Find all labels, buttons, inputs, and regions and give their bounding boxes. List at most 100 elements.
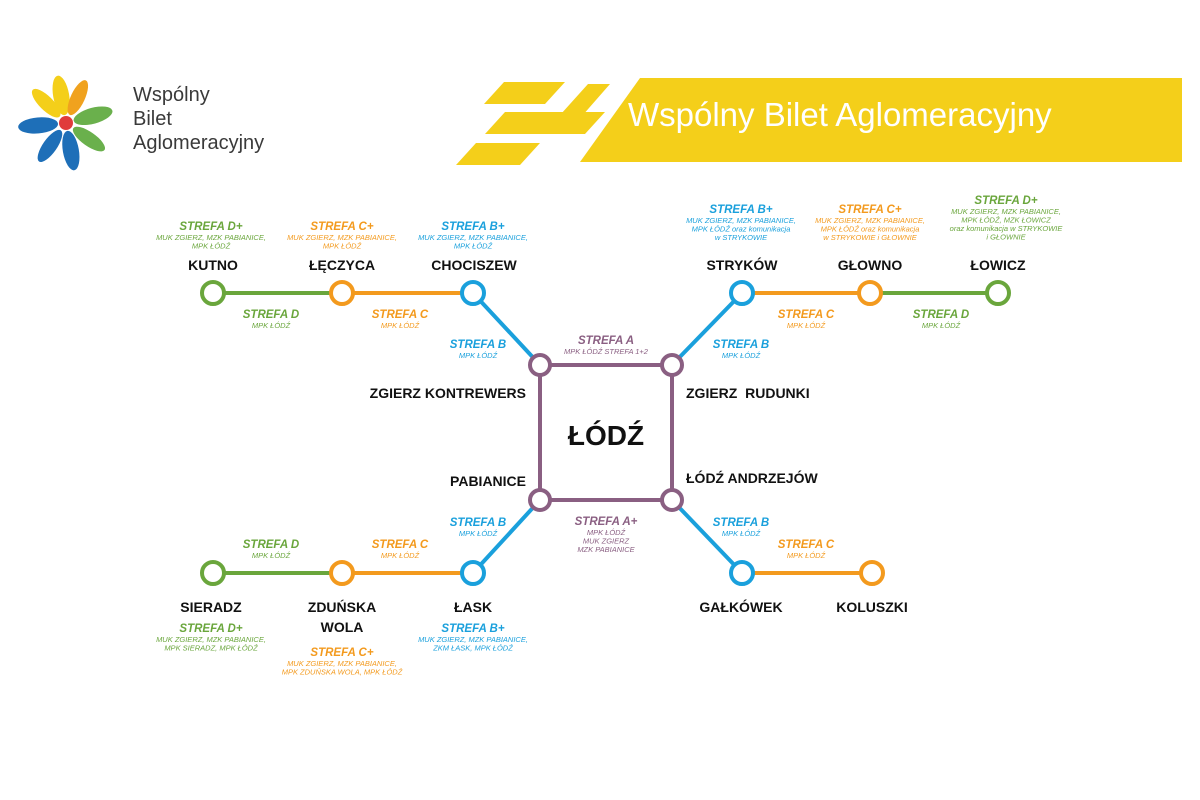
zone-label-ne-d-plus: STREFA D+MUK ZGIERZ, MZK PABIANICE,MPK Ł…: [950, 195, 1064, 242]
station-label-lowicz: ŁOWICZ: [970, 257, 1026, 273]
zone-operator-line: MPK ŁÓDŹ STREFA 1+2: [564, 347, 649, 356]
zone-title: STREFA D+: [974, 195, 1037, 207]
zone-title: STREFA C+: [310, 647, 373, 659]
zone-operator-line: MPK ŁÓDŹ, MZK ŁOWICZ: [961, 216, 1051, 225]
zone-operator-line: MPK ŁÓDŹ: [722, 529, 761, 538]
station-label-pabianice: PABIANICE: [450, 473, 526, 489]
zone-operator-line: oraz komunikacja w STRYKOWIE: [950, 224, 1064, 233]
station-label-lodz-andrzejow: ŁÓDŹ ANDRZEJÓW: [686, 469, 818, 486]
station-label-galkowek: GAŁKÓWEK: [699, 598, 782, 615]
zone-title: STREFA B: [450, 339, 506, 351]
zone-operator-line: MPK ZDUŃSKA WOLA, MPK ŁÓDŹ: [282, 668, 403, 677]
zone-operator-line: MPK ŁÓDŹ: [252, 551, 291, 560]
station-marker-pabianice: [528, 488, 552, 512]
zone-operator-line: MUK ZGIERZ, MZK PABIANICE,: [951, 207, 1061, 216]
station-marker-koluszki: [859, 560, 885, 586]
zone-title: STREFA D+: [179, 221, 242, 233]
zone-label-sw-d-plus: STREFA D+MUK ZGIERZ, MZK PABIANICE,MPK S…: [156, 623, 266, 653]
banner: [456, 78, 1182, 165]
station-marker-glowno: [857, 280, 883, 306]
banner-title: Wspólny Bilet Aglomeracyjny: [628, 96, 1052, 133]
zone-title: STREFA C: [778, 309, 835, 321]
logo-mark: [18, 75, 113, 171]
zone-label-ne-b-plus: STREFA B+MUK ZGIERZ, MZK PABIANICE,MPK Ł…: [686, 204, 796, 242]
zone-title: STREFA D: [243, 539, 299, 551]
zone-operator-line: w STRYKOWIE: [715, 233, 768, 242]
zone-operator-line: MPK ŁÓDŹ: [587, 528, 626, 537]
station-label-sieradz: SIERADZ: [180, 599, 242, 615]
zone-title: STREFA D: [243, 309, 299, 321]
zone-label-nw-b-plus: STREFA B+MUK ZGIERZ, MZK PABIANICE,MPK Ł…: [418, 221, 528, 251]
station-label-zdunska-wola-line1: ZDUŃSKA: [308, 599, 376, 615]
center-label: ŁÓDŹ: [568, 420, 644, 451]
zone-title: STREFA C: [372, 539, 429, 551]
station-marker-chociszew: [460, 280, 486, 306]
zone-title: STREFA A: [578, 335, 634, 347]
zone-title: STREFA A+: [575, 516, 638, 528]
zone-title: STREFA B: [450, 517, 506, 529]
station-label-koluszki: KOLUSZKI: [836, 599, 908, 615]
zone-operator-line: i GŁOWNIE: [986, 233, 1026, 242]
zone-operator-line: MPK ŁÓDŹ: [787, 551, 826, 560]
station-labels: KUTNO ŁĘCZYCA CHOCISZEW STRYKÓW GŁOWNO Ł…: [180, 256, 1026, 635]
zone-title: STREFA D: [913, 309, 969, 321]
zone-operator-line: MZK PABIANICE: [577, 545, 635, 554]
zone-operator-line: MPK ŁÓDŹ oraz komunikacja: [821, 225, 920, 234]
station-marker-lask: [460, 560, 486, 586]
zone-operator-line: MUK ZGIERZ, MZK PABIANICE,: [156, 233, 266, 242]
zone-title: STREFA B: [713, 517, 769, 529]
logo-wordmark: Wspólny Bilet Aglomeracyjny: [133, 83, 333, 155]
zone-operator-line: MUK ZGIERZ, MZK PABIANICE,: [418, 233, 528, 242]
zone-title: STREFA C: [778, 539, 835, 551]
zone-operator-line: MUK ZGIERZ, MZK PABIANICE,: [815, 216, 925, 225]
station-marker-leczyca: [329, 280, 355, 306]
station-label-zgierz-kontrewers: ZGIERZ KONTREWERS: [370, 385, 526, 401]
zone-label-ne-c-plus: STREFA C+MUK ZGIERZ, MZK PABIANICE,MPK Ł…: [815, 204, 925, 242]
zone-label-sw-c-plus: STREFA C+MUK ZGIERZ, MZK PABIANICE,MPK Z…: [282, 647, 403, 677]
logo-line-1: Wspólny: [133, 84, 210, 106]
station-marker-kutno: [200, 280, 226, 306]
zone-operator-line: MPK SIERADZ, MPK ŁÓDŹ: [164, 644, 258, 653]
logo-line-2: Bilet: [133, 108, 172, 130]
zone-operator-line: MPK ŁÓDŹ: [381, 321, 420, 330]
station-label-lask: ŁASK: [454, 599, 492, 615]
zone-label-sw-b-plus: STREFA B+MUK ZGIERZ, MZK PABIANICE,ZKM Ł…: [418, 623, 528, 653]
station-marker-lowicz: [985, 280, 1011, 306]
zone-operator-line: MPK ŁÓDŹ: [323, 242, 362, 251]
zone-operator-line: MPK ŁÓDŹ: [381, 551, 420, 560]
station-label-zdunska-wola-line2: WOLA: [321, 619, 364, 635]
zone-operator-line: MUK ZGIERZ, MZK PABIANICE,: [287, 659, 397, 668]
zone-title: STREFA B+: [441, 221, 504, 233]
station-label-chociszew: CHOCISZEW: [431, 257, 517, 273]
zone-title: STREFA D+: [179, 623, 242, 635]
zone-operator-line: MUK ZGIERZ: [583, 537, 630, 546]
zone-title: STREFA C: [372, 309, 429, 321]
zone-operator-line: MPK ŁÓDŹ: [922, 321, 961, 330]
zone-operator-line: w STRYKOWIE i GŁOWNIE: [823, 233, 917, 242]
zone-title: STREFA B: [713, 339, 769, 351]
station-label-glowno: GŁOWNO: [838, 257, 903, 273]
zone-operator-line: MPK ŁÓDŹ: [252, 321, 291, 330]
station-marker-strykow: [729, 280, 755, 306]
station-markers: [200, 280, 1011, 586]
zone-operator-line: MPK ŁÓDŹ: [459, 529, 498, 538]
zone-operator-line: MPK ŁÓDŹ: [454, 242, 493, 251]
zone-label-nw-c-plus: STREFA C+MUK ZGIERZ, MZK PABIANICE,MPK Ł…: [287, 221, 397, 251]
station-marker-zgierz-rudunki: [660, 353, 684, 377]
station-marker-zgierz-kontrewers: [528, 353, 552, 377]
zone-title: STREFA C+: [310, 221, 373, 233]
